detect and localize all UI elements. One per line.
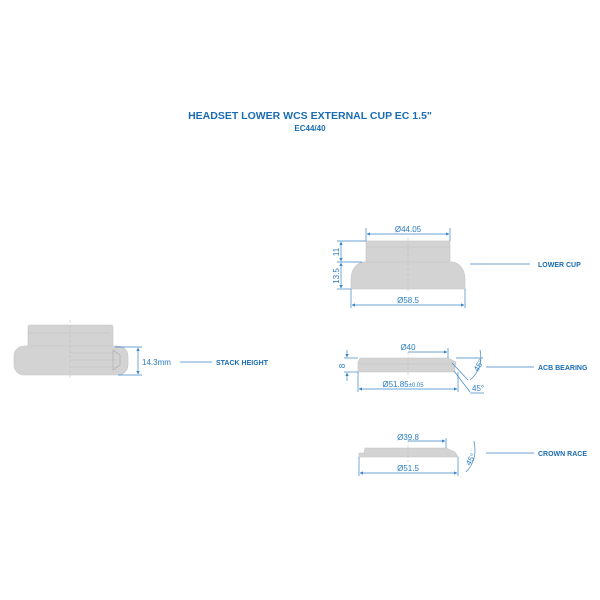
lower-cup-upper-height: 11 — [332, 247, 341, 256]
stack-height-label: STACK HEIGHT — [216, 360, 269, 367]
stack-assembly — [13, 320, 142, 380]
crown-race-inner-diameter: Ø39.8 — [397, 433, 419, 442]
crown-race-drawing — [358, 438, 476, 476]
lower-cup-lower-height: 13.5 — [332, 268, 341, 284]
acb-inner-diameter: Ø40 — [400, 343, 416, 352]
page-title: HEADSET LOWER WCS EXTERNAL CUP EC 1.5" — [188, 110, 432, 122]
acb-outer-diameter-value: Ø51.85 — [382, 380, 409, 389]
acb-bearing-label: ACB BEARING — [538, 365, 588, 372]
stack-height-value: 14.3mm — [142, 358, 171, 367]
lower-cup-bottom-diameter: Ø58.5 — [397, 296, 419, 305]
acb-tolerance: ±0.05 — [409, 383, 425, 389]
acb-height: 8 — [338, 363, 347, 368]
lower-cup-label: LOWER CUP — [538, 262, 581, 269]
page-subtitle: EC44/40 — [294, 124, 326, 133]
lower-cup-top-diameter: Ø44.05 — [395, 225, 422, 234]
crown-race-label: CROWN RACE — [538, 451, 587, 458]
lower-cup-drawing — [337, 228, 466, 308]
crown-race-angle: 45° — [464, 452, 478, 467]
crown-race-outer-diameter: Ø51.5 — [397, 464, 419, 473]
acb-angle-bottom: 45° — [472, 384, 484, 393]
acb-bearing-drawing — [344, 348, 484, 394]
acb-angle-top: 45° — [472, 358, 486, 373]
acb-outer-diameter: Ø51.85±0.05 — [382, 380, 424, 389]
